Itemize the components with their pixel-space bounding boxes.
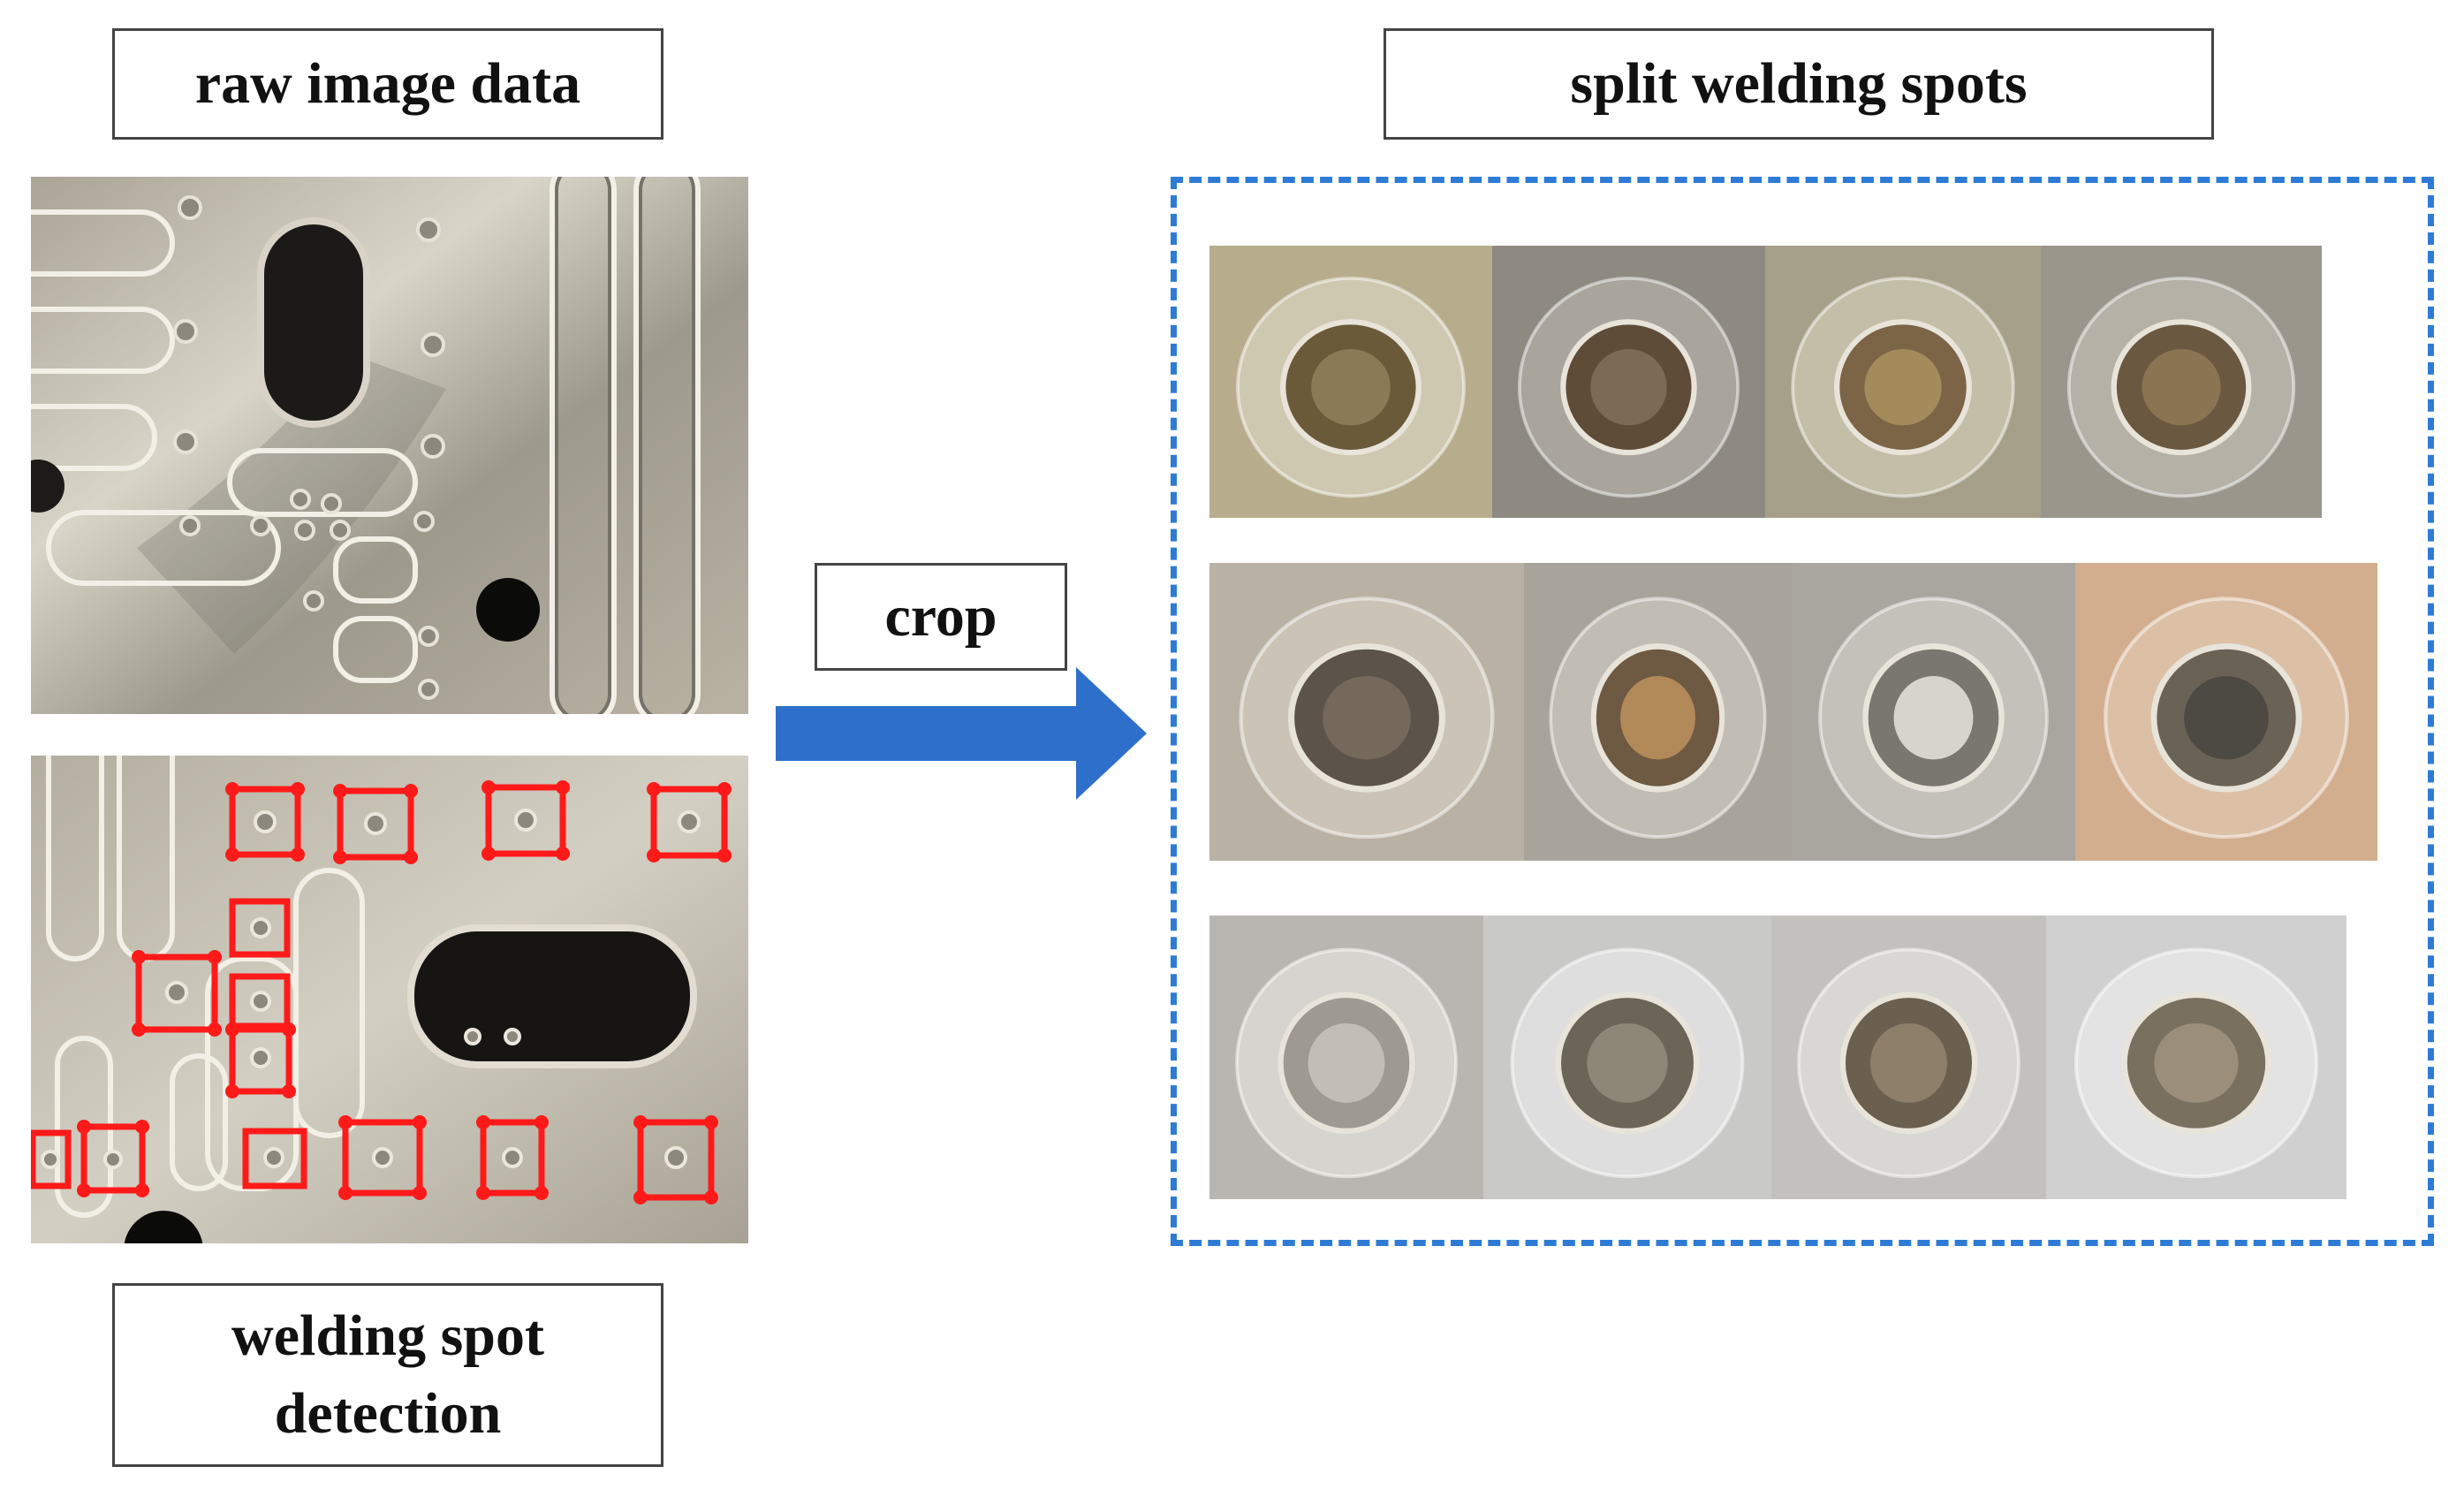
crop-label: crop bbox=[815, 563, 1067, 671]
cropped-spot-tile bbox=[1209, 563, 1524, 861]
raw-image-photo bbox=[31, 177, 748, 714]
cropped-spot-tile bbox=[1771, 916, 2046, 1199]
raw-image-data-text: raw image data bbox=[194, 51, 581, 116]
cropped-spot-tile bbox=[1209, 246, 1492, 518]
cropped-spot-tile bbox=[1209, 916, 1483, 1199]
split-welding-spots-label: split welding spots bbox=[1384, 28, 2214, 140]
right-arrow-icon bbox=[776, 667, 1147, 800]
detection-photo bbox=[31, 756, 748, 1243]
cropped-spot-tile bbox=[2046, 916, 2346, 1199]
cropped-spot-tile bbox=[2075, 563, 2377, 861]
welding-spot-detection-label: welding spot detection bbox=[112, 1283, 663, 1467]
cropped-spot-tile bbox=[1792, 563, 2075, 861]
cropped-spot-tile bbox=[1765, 246, 2041, 518]
crop-text: crop bbox=[884, 584, 997, 649]
cropped-spot-tile bbox=[1483, 916, 1771, 1199]
cropped-spot-tile bbox=[2041, 246, 2322, 518]
cropped-spot-tile bbox=[1524, 563, 1792, 861]
split-spots-frame bbox=[1171, 177, 2434, 1246]
raw-image-data-label: raw image data bbox=[112, 28, 663, 140]
detection-boxes bbox=[31, 784, 728, 1201]
welding-spot-detection-text-line1: welding spot bbox=[231, 1303, 544, 1368]
welding-spot-detection-text-line2: detection bbox=[274, 1381, 502, 1446]
split-welding-spots-text: split welding spots bbox=[1570, 51, 2028, 116]
cropped-spot-tile bbox=[1492, 246, 1765, 518]
